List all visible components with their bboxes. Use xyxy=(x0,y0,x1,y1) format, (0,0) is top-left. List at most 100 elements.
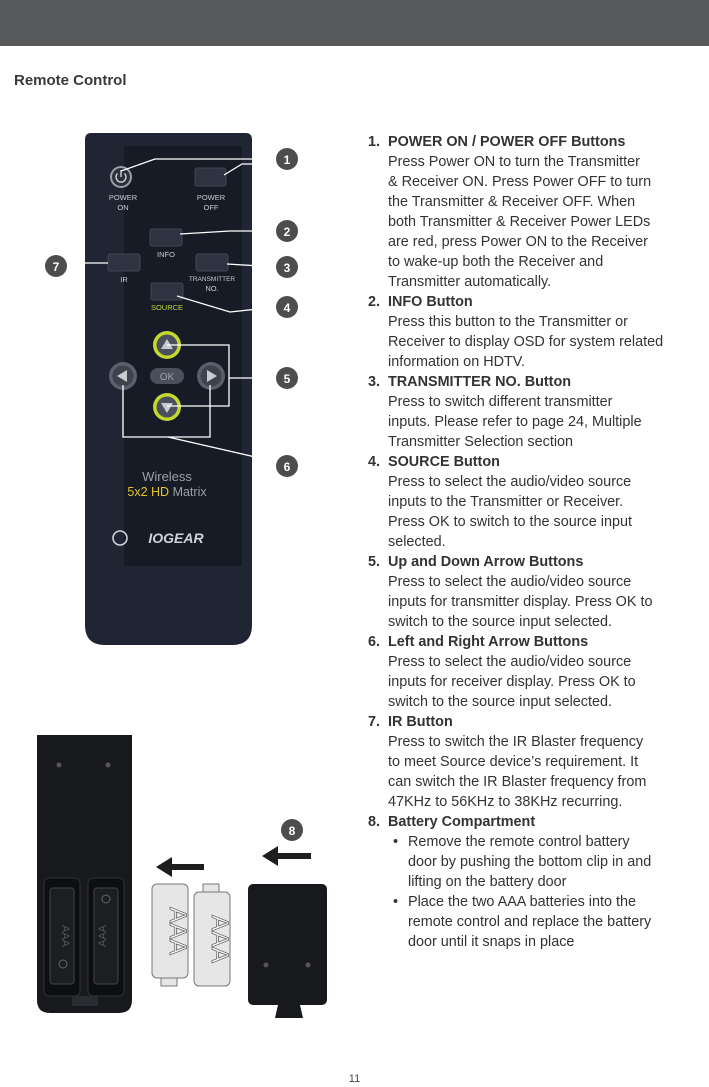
iogear-logo-icon xyxy=(112,530,128,546)
callout-2 xyxy=(276,220,298,242)
remote-faceplate xyxy=(124,146,242,566)
bullet-text-line: Place the two AAA batteries into the xyxy=(408,894,636,910)
bullet-text-line: door until it snaps in place xyxy=(408,934,575,950)
arrow-left-2-shaft xyxy=(277,853,311,859)
callout-line-6b xyxy=(167,436,278,463)
callout-lines xyxy=(66,158,278,463)
item-text-line: switch to the source input selected. xyxy=(388,614,612,630)
item-text-line: switch to the source input selected. xyxy=(388,694,612,710)
list-item: 8. Battery CompartmentRemove the remote c… xyxy=(368,812,703,952)
callout-line-5 xyxy=(167,344,230,407)
item-number: 7. xyxy=(368,714,381,730)
battery-slot-left-label: AAA xyxy=(59,925,71,948)
info-button[interactable] xyxy=(149,228,183,247)
item-number: 2. xyxy=(368,294,381,310)
item-title: Battery Compartment xyxy=(388,814,536,830)
item-text-line: Transmitter Selection section xyxy=(388,434,574,450)
plus-icon-right xyxy=(101,894,111,904)
callout-line-1a xyxy=(120,158,277,172)
callout-8 xyxy=(281,819,303,841)
callout-line-2 xyxy=(179,230,277,235)
callout-1-label: 1 xyxy=(284,153,291,167)
brand-matrix-word: Matrix xyxy=(169,485,207,499)
remote-back: AAA AAA xyxy=(37,735,132,1013)
battery-2-label: AAA xyxy=(206,915,233,963)
item-number: 3. xyxy=(368,374,381,390)
item-text-line: inputs. Please refer to page 24, Multipl… xyxy=(388,414,642,430)
item-number: 6. xyxy=(368,634,381,650)
item-title: Up and Down Arrow Buttons xyxy=(388,554,584,570)
ok-label: OK xyxy=(160,372,175,383)
item-text-line: Press to select the audio/video source xyxy=(388,474,632,490)
power-off-button[interactable] xyxy=(194,167,227,187)
item-text-line: & Receiver ON. Press Power OFF to turn xyxy=(388,174,652,190)
battery-2-terminal xyxy=(202,883,220,893)
direction-arrows xyxy=(156,846,311,877)
item-text-line: both Transmitter & Receiver Power LEDs xyxy=(388,214,651,230)
screw-hole-left xyxy=(56,762,62,768)
ir-label: IR xyxy=(120,275,128,284)
info-label: INFO xyxy=(157,250,175,259)
callout-line-1b xyxy=(223,163,277,176)
arrow-left-1-shaft xyxy=(170,864,204,870)
item-number: 1. xyxy=(368,134,381,150)
item-text-line: Press Power ON to turn the Transmitter xyxy=(388,154,640,170)
source-button[interactable] xyxy=(150,282,184,301)
item-text-line: to meet Source device’s requirement. It xyxy=(388,754,639,770)
bullet-text-line: lifting on the battery door xyxy=(408,874,567,890)
item-title: TRANSMITTER NO. Button xyxy=(388,374,572,390)
callout-line-4 xyxy=(176,295,278,313)
arrow-left-1-icon xyxy=(156,857,172,877)
item-number: 5. xyxy=(368,554,381,570)
transmitter-label-1: TRANSMITTER xyxy=(189,276,236,283)
power-on-label-1: POWER xyxy=(109,193,138,202)
battery-slot-right-label: AAA xyxy=(97,924,109,947)
callout-2-label: 2 xyxy=(284,225,291,239)
power-symbol-arc xyxy=(115,173,127,183)
transmitter-label-2: NO. xyxy=(205,284,218,293)
callout-3 xyxy=(276,256,298,278)
item-text-line: selected. xyxy=(388,534,446,550)
item-text-line: inputs for transmitter display. Press OK… xyxy=(388,594,653,610)
brand-logo: IOGEAR xyxy=(148,530,204,546)
battery-in-slot-left xyxy=(49,887,75,985)
bullet-item: Place the two AAA batteries into theremo… xyxy=(388,892,703,952)
callout-6 xyxy=(276,455,298,477)
brand-matrix: 5x2 HD Matrix xyxy=(127,485,207,499)
item-text-line: information on HDTV. xyxy=(388,354,526,370)
battery-door xyxy=(248,884,327,1018)
page-number: 11 xyxy=(348,1073,361,1085)
brand-wireless: Wireless xyxy=(142,469,192,484)
item-number: 8. xyxy=(368,814,381,830)
item-text-line: can switch the IR Blaster frequency from xyxy=(388,774,647,790)
callout-4 xyxy=(276,296,298,318)
source-label: SOURCE xyxy=(151,303,183,312)
battery-door-clip-tab xyxy=(275,1005,303,1018)
ok-button[interactable] xyxy=(150,368,184,384)
item-number: 4. xyxy=(368,454,381,470)
right-arrow-icon xyxy=(207,370,217,382)
door-screw-right xyxy=(305,962,311,968)
callout-line-3 xyxy=(226,263,278,268)
item-text-line: are red, press Power ON to the Receiver xyxy=(388,234,648,250)
item-text-line: to wake-up both the Receiver and xyxy=(388,254,604,270)
ir-button[interactable] xyxy=(107,253,141,272)
plus-icon-left xyxy=(58,959,68,969)
transmitter-button[interactable] xyxy=(195,253,229,272)
callout-5 xyxy=(276,367,298,389)
item-text-line: Receiver to display OSD for system relat… xyxy=(388,334,664,350)
item-text-line: 47KHz to 56KHz to 38KHz recurring. xyxy=(388,794,623,810)
power-on-label-2: ON xyxy=(117,203,128,212)
callout-3-label: 3 xyxy=(284,261,291,275)
screw-hole-right xyxy=(105,762,111,768)
callout-6-label: 6 xyxy=(284,460,291,474)
up-arrow-icon xyxy=(161,339,173,349)
battery-1-terminal xyxy=(160,977,178,987)
